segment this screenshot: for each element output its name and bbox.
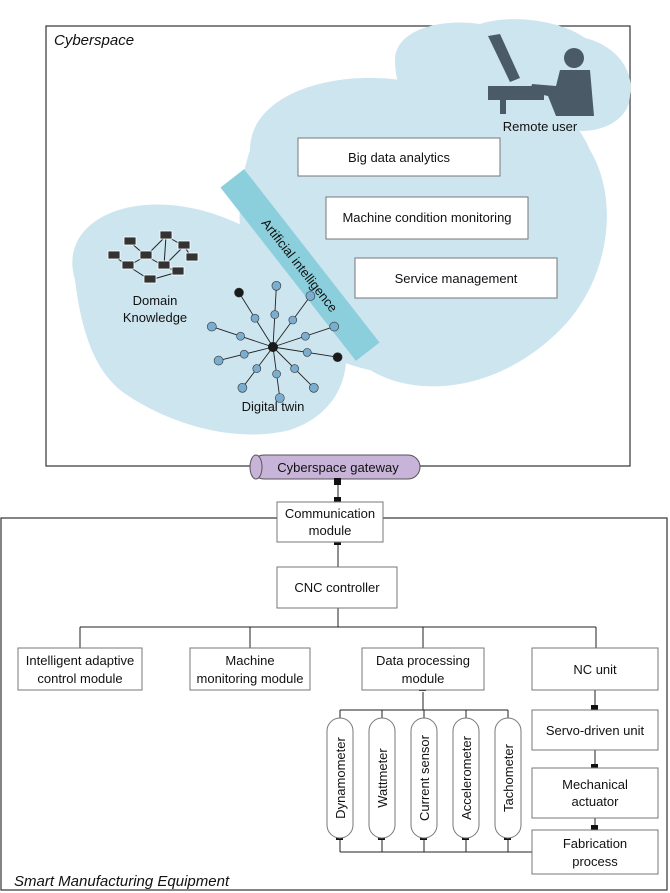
fabrication-process-label-2: process bbox=[572, 854, 618, 869]
adaptive-control-label-1: Intelligent adaptive bbox=[26, 653, 134, 668]
mechanical-actuator-label-2: actuator bbox=[572, 794, 620, 809]
communication-module-label-1: Communication bbox=[285, 506, 375, 521]
remote-user-label: Remote user bbox=[503, 119, 578, 134]
sensor-capsule bbox=[410, 717, 438, 839]
twin-node bbox=[207, 321, 217, 332]
twin-node bbox=[213, 355, 224, 366]
twin-node bbox=[239, 349, 249, 359]
connection-wires bbox=[79, 479, 597, 853]
sensor-capsule bbox=[326, 717, 354, 839]
gateway-tube-end bbox=[249, 454, 263, 480]
service-management-box bbox=[354, 257, 558, 299]
twin-node bbox=[302, 348, 312, 357]
twin-node bbox=[270, 310, 280, 319]
mechanical-actuator-box bbox=[531, 767, 659, 819]
servo-unit-label: Servo-driven unit bbox=[546, 723, 645, 738]
ai-band-shape bbox=[220, 169, 380, 361]
nc-unit-label: NC unit bbox=[573, 662, 617, 677]
communication-module-box bbox=[276, 501, 384, 543]
equipment-title: Smart Manufacturing Equipment bbox=[14, 873, 230, 890]
twin-node bbox=[236, 331, 245, 341]
twin-node bbox=[271, 280, 282, 291]
cyberspace-region: Cyberspace Remote user Big data analytic… bbox=[45, 19, 631, 467]
sensor-label: Current sensor bbox=[417, 734, 432, 821]
remote-user-icon bbox=[488, 34, 594, 116]
servo-unit-box bbox=[531, 709, 659, 751]
network-icon bbox=[107, 230, 199, 284]
condition-monitoring-label: Machine condition monitoring bbox=[342, 210, 511, 225]
user-head-shape bbox=[564, 48, 584, 68]
sensor-label: Accelerometer bbox=[459, 735, 474, 819]
twin-node bbox=[329, 321, 340, 332]
machine-monitoring-box bbox=[189, 647, 311, 691]
twin-node bbox=[301, 331, 310, 341]
big-data-label: Big data analytics bbox=[348, 150, 450, 165]
adaptive-control-box bbox=[17, 647, 143, 691]
digital-twin-label: Digital twin bbox=[242, 399, 305, 414]
cyberspace-gateway: Cyberspace gateway bbox=[249, 454, 421, 480]
sensor-capsule bbox=[368, 717, 396, 839]
twin-node bbox=[272, 369, 281, 379]
sensor-label: Wattmeter bbox=[375, 748, 390, 808]
mechanical-actuator-label-1: Mechanical bbox=[562, 777, 628, 792]
twin-node bbox=[250, 313, 260, 323]
digital-twin-graph-icon bbox=[207, 280, 343, 403]
twin-node bbox=[288, 315, 298, 325]
big-data-box bbox=[297, 137, 501, 177]
twin-node bbox=[290, 364, 299, 373]
nc-unit-box bbox=[531, 647, 659, 691]
sensor-label: Dynamometer bbox=[333, 737, 348, 819]
twin-node bbox=[305, 291, 316, 301]
twin-node bbox=[234, 287, 244, 298]
equipment-region: Smart Manufacturing Equipment bbox=[0, 478, 668, 891]
monitor-shape bbox=[488, 34, 520, 82]
fabrication-process-label-1: Fabrication bbox=[563, 836, 627, 851]
desk-shape bbox=[488, 86, 544, 100]
domain-knowledge-label-1: Domain bbox=[133, 293, 178, 308]
twin-node bbox=[308, 382, 319, 393]
sensor-capsule bbox=[494, 717, 522, 839]
cnc-controller-label: CNC controller bbox=[294, 580, 380, 595]
twin-node bbox=[274, 393, 285, 403]
service-management-label: Service management bbox=[395, 271, 518, 286]
sensor-group: Dynamometer Wattmeter Current sensor Accele… bbox=[326, 717, 522, 839]
data-processing-label-1: Data processing bbox=[376, 653, 470, 668]
communication-module-label-2: module bbox=[309, 523, 352, 538]
condition-monitoring-box bbox=[325, 196, 529, 240]
twin-node bbox=[237, 382, 248, 393]
twin-node bbox=[252, 364, 262, 373]
twin-node bbox=[332, 352, 343, 363]
adaptive-control-label-2: control module bbox=[37, 671, 122, 686]
twin-hub-node bbox=[268, 342, 278, 352]
cnc-controller-box bbox=[276, 566, 398, 609]
cyberspace-title: Cyberspace bbox=[54, 32, 134, 49]
machine-monitoring-label-1: Machine bbox=[225, 653, 274, 668]
user-body-shape bbox=[530, 70, 594, 116]
sensor-label: Tachometer bbox=[501, 743, 516, 812]
desk-leg-shape bbox=[500, 100, 506, 114]
data-processing-box bbox=[361, 647, 485, 691]
domain-knowledge-label-2: Knowledge bbox=[123, 310, 187, 325]
sensor-capsule bbox=[452, 717, 480, 839]
network-nodes bbox=[107, 230, 199, 284]
fabrication-process-box bbox=[531, 829, 659, 875]
data-processing-label-2: module bbox=[402, 671, 445, 686]
machine-monitoring-label-2: monitoring module bbox=[197, 671, 304, 686]
gateway-label: Cyberspace gateway bbox=[277, 460, 399, 475]
